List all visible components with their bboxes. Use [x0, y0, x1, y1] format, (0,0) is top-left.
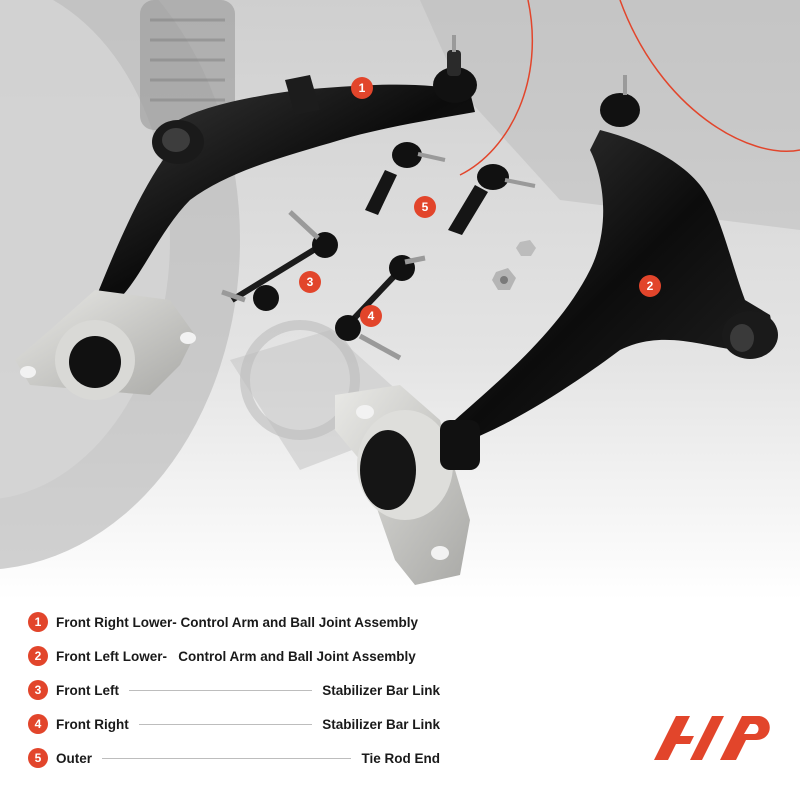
callout-badge: 3: [299, 271, 321, 293]
legend-row: 2 Front Left Lower- Control Arm and Ball…: [28, 644, 416, 668]
legend-badge: 1: [28, 612, 48, 632]
legend-part-name: Tie Rod End: [361, 750, 440, 766]
legend-label: Front Left Lower- Control Arm and Ball J…: [56, 648, 416, 664]
legend-position: Front Left: [56, 682, 119, 698]
brand-logo-icon: [654, 716, 770, 760]
callout-badge: 2: [639, 275, 661, 297]
legend-label: Front Right Lower- Control Arm and Ball …: [56, 614, 419, 630]
legend-part-name: Stabilizer Bar Link: [322, 682, 440, 698]
legend-leader-line: [129, 689, 313, 691]
legend-position: Front Right: [56, 716, 129, 732]
svg-text:3: 3: [307, 275, 314, 289]
svg-text:4: 4: [368, 309, 375, 323]
hardware-nuts: [492, 240, 536, 290]
legend-leader-line: [138, 723, 313, 725]
legend-row: 5 Outer Tie Rod End: [28, 746, 440, 770]
legend-badge: 4: [28, 714, 48, 734]
callout-badge: 4: [360, 305, 382, 327]
legend-leader-line: [102, 757, 352, 759]
svg-text:5: 5: [422, 200, 429, 214]
svg-text:1: 1: [359, 81, 366, 95]
highlight-curve: [459, 0, 800, 176]
legend-part-name: Stabilizer Bar Link: [322, 716, 440, 732]
svg-text:2: 2: [647, 279, 654, 293]
tie-rod-end-right: [448, 164, 536, 235]
legend-row: 1 Front Right Lower- Control Arm and Bal…: [28, 610, 418, 634]
stabilizer-link-front-left: [221, 210, 338, 311]
tie-rod-end-left: [365, 142, 446, 215]
stabilizer-link-front-right: [335, 255, 426, 361]
control-arm-front-right: [15, 35, 477, 400]
legend-row: 3 Front Left Stabilizer Bar Link: [28, 678, 440, 702]
callout-badge: 1: [351, 77, 373, 99]
callout-badge: 5: [414, 196, 436, 218]
legend-position: Outer: [56, 750, 93, 766]
product-scene: 1 2 3 4 5: [0, 0, 800, 600]
legend-badge: 5: [28, 748, 48, 768]
control-arm-front-left: [335, 75, 778, 585]
legend-row: 4 Front Right Stabilizer Bar Link: [28, 712, 440, 736]
legend-badge: 2: [28, 646, 48, 666]
legend-badge: 3: [28, 680, 48, 700]
parts-legend: 1 Front Right Lower- Control Arm and Bal…: [0, 600, 800, 800]
